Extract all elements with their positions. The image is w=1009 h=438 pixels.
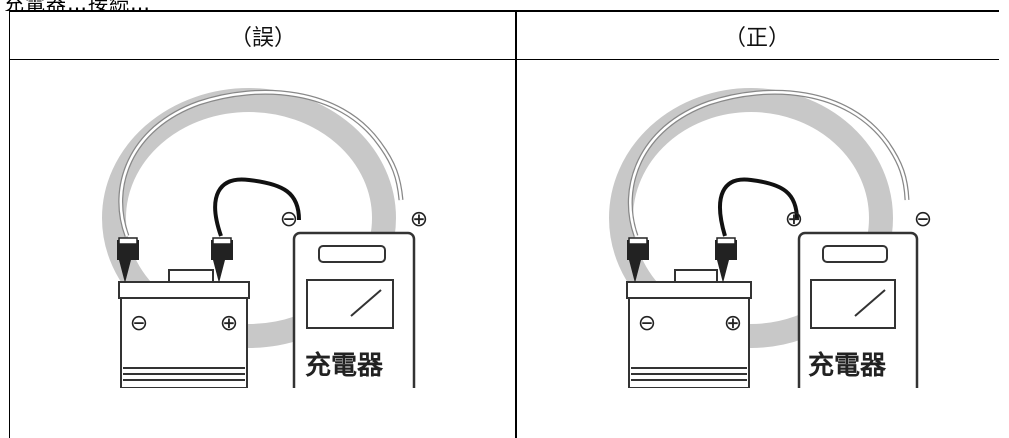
table-left-border: [9, 10, 10, 438]
comparison-table: （誤） （正）: [9, 10, 999, 438]
charger: [292, 231, 416, 388]
charger-label: 充電器: [808, 350, 887, 381]
battery-right-terminal-symbol: ⊕: [220, 311, 238, 336]
circuit-loop-highlight: [609, 88, 893, 348]
short-cable: [718, 177, 799, 237]
cropped-preceding-text: 充電器…接続…: [0, 0, 1009, 11]
table-header-divider: [9, 59, 999, 60]
battery-right-terminal-symbol: ⊕: [724, 311, 742, 336]
wrong-connection-diagram: 充電器 ⊖ ⊕ ⊖ ⊕: [102, 88, 428, 388]
right-clip: [211, 237, 233, 283]
battery: [626, 269, 752, 388]
charger-lead-polarity-symbol: ⊕: [785, 207, 803, 232]
header-right: （正）: [723, 25, 790, 51]
circuit-loop-highlight: [102, 88, 396, 348]
right-connection-diagram: 充電器 ⊕ ⊖ ⊖ ⊕: [609, 88, 932, 388]
charger: [797, 231, 919, 388]
battery-left-terminal-symbol: ⊖: [638, 311, 656, 336]
table-top-border: [9, 10, 999, 12]
cropped-text: 充電器…接続…: [4, 0, 151, 11]
charger-lead-polarity-symbol: ⊖: [280, 207, 298, 232]
left-clip: [117, 237, 139, 283]
charger-right-polarity-symbol: ⊖: [914, 207, 932, 232]
header-wrong: （誤）: [229, 25, 296, 51]
short-cable: [213, 177, 301, 237]
charger-label: 充電器: [305, 350, 384, 381]
right-clip: [715, 237, 737, 283]
charger-right-polarity-symbol: ⊕: [410, 207, 428, 232]
table-column-divider: [515, 10, 517, 438]
battery-left-terminal-symbol: ⊖: [130, 311, 148, 336]
battery: [118, 269, 250, 388]
left-clip: [627, 237, 649, 283]
